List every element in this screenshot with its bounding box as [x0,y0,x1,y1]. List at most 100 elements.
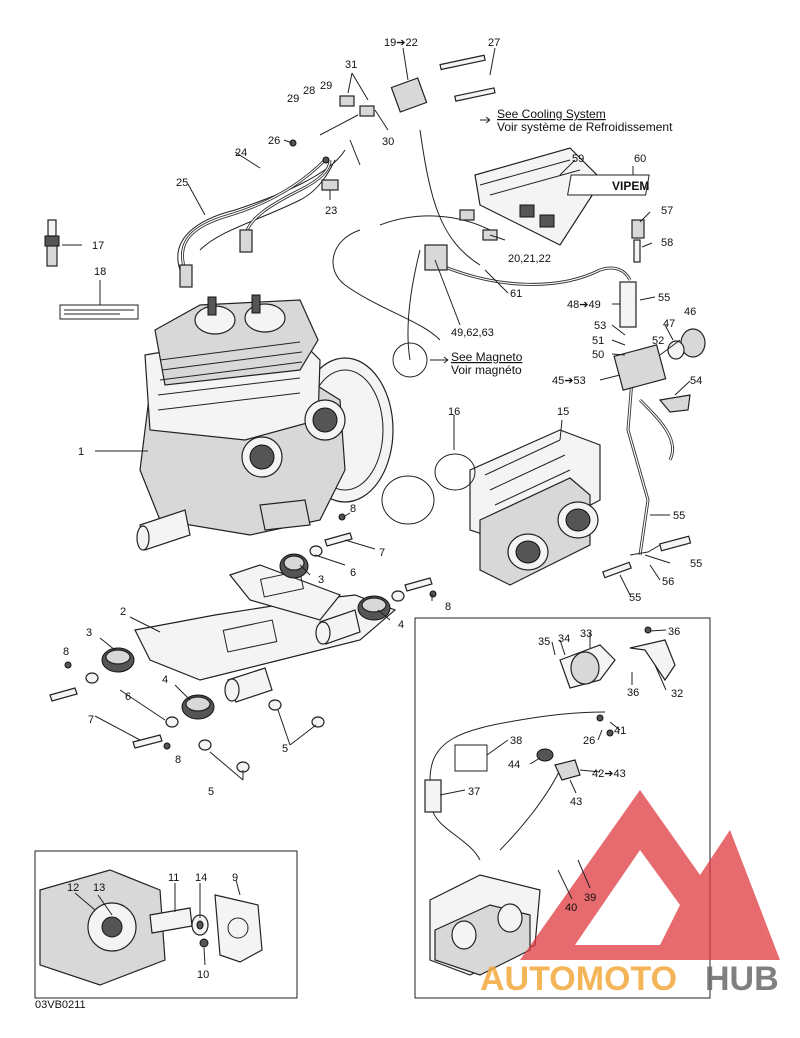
inset-carburetor-detail [424,626,676,976]
wiring-harness [177,129,491,378]
callout-4b: 4 [398,619,404,631]
callout-42-43: 42➔43 [592,768,626,780]
callout-1: 1 [78,446,84,458]
mount-spacers [224,609,361,703]
inset-frame-carburetor [414,617,711,999]
callout-24: 24 [235,147,247,159]
callout-36b: 36 [627,687,639,699]
fasteners [49,513,437,773]
callout-8d: 8 [445,601,451,613]
callout-5a: 5 [208,786,214,798]
callout-30: 30 [382,136,394,148]
callout-55b: 55 [673,510,685,522]
callout-36a: 36 [668,626,680,638]
callout-48-49: 48➔49 [567,299,601,311]
callout-17: 17 [92,240,104,252]
callout-14: 14 [195,872,207,884]
callout-6b: 6 [350,567,356,579]
oil-lines [439,263,675,556]
callout-12: 12 [67,882,79,894]
callout-4a: 4 [162,674,168,686]
callout-54: 54 [690,375,702,387]
callout-55d: 55 [629,592,641,604]
engine-assembly [136,294,394,551]
carburetor-assembly [469,429,601,586]
callout-57: 57 [661,205,673,217]
callout-5b: 5 [282,743,288,755]
callout-35: 35 [538,636,550,648]
callout-7b: 7 [379,547,385,559]
callout-41: 41 [614,725,626,737]
callout-29b: 29 [320,80,332,92]
callout-37: 37 [468,786,480,798]
callout-53: 53 [594,320,606,332]
callout-6a: 6 [125,691,131,703]
automotohub-wordmark: AUTOMOTO HUB [480,960,779,998]
callout-61: 61 [510,288,522,300]
callout-29a: 29 [287,93,299,105]
callout-50: 50 [592,349,604,361]
vipem-text: VIPEM [612,179,649,193]
brand-hub: HUB [705,960,779,998]
callout-3b: 3 [318,574,324,586]
mpem-module [474,147,603,246]
callout-19-22: 19➔22 [384,37,418,49]
callout-11: 11 [168,872,179,884]
callout-28: 28 [303,85,315,97]
callout-40: 40 [565,902,577,914]
callout-51: 51 [592,335,604,347]
callout-20-21-22: 20,21,22 [508,253,551,265]
see-cooling-system-en: See Cooling System [497,107,606,121]
callout-52: 52 [652,335,664,347]
callout-43: 43 [570,796,582,808]
brand-automoto: AUTOMOTO [480,960,677,998]
callout-31: 31 [345,59,357,71]
callout-26b: 26 [583,735,595,747]
callout-18: 18 [94,266,106,278]
callout-55c: 55 [690,558,702,570]
callout-46: 46 [684,306,696,318]
automotohub-logo [520,790,780,960]
spark-plug-leads [179,158,332,288]
rubber-mounts [101,553,391,720]
callout-33: 33 [580,628,592,640]
callout-16: 16 [448,406,460,418]
callout-13: 13 [93,882,105,894]
see-magneto-fr: Voir magnéto [451,363,522,377]
callout-9: 9 [232,872,238,884]
callout-27: 27 [488,37,500,49]
callout-59: 59 [572,153,584,165]
callout-25: 25 [176,177,188,189]
callout-60: 60 [634,153,646,165]
callout-39: 39 [584,892,596,904]
callout-34: 34 [558,633,570,645]
diagram-code: 03VB0211 [35,999,86,1011]
ignition-coil [390,54,496,271]
oil-pump [602,219,706,579]
cross-reference-notes: See Cooling System Voir système de Refro… [35,107,673,1011]
see-cooling-system-fr: Voir système de Refroidissement [497,120,673,134]
callout-7a: 7 [88,714,94,726]
callout-26a: 26 [268,135,280,147]
callout-45-53: 45➔53 [552,375,586,387]
small-connectors [289,95,498,241]
callout-38: 38 [510,735,522,747]
callout-15: 15 [557,406,569,418]
inset-rotary-valve-detail [39,869,263,986]
callout-8c: 8 [350,503,356,515]
callout-23: 23 [325,205,337,217]
callout-49-62-63: 49,62,63 [451,327,494,339]
warning-decal [59,304,139,320]
intake-clamps [381,453,476,525]
vipem-decal: VIPEM [567,174,650,196]
engine-mount-plate [134,564,397,681]
callout-44: 44 [508,759,520,771]
callout-8b: 8 [175,754,181,766]
leader-lines [62,47,691,966]
callout-8a: 8 [63,646,69,658]
callout-32: 32 [671,688,683,700]
see-magneto-en: See Magneto [451,350,523,364]
callout-55a: 55 [658,292,670,304]
inset-frame-rotary-valve [34,850,298,999]
